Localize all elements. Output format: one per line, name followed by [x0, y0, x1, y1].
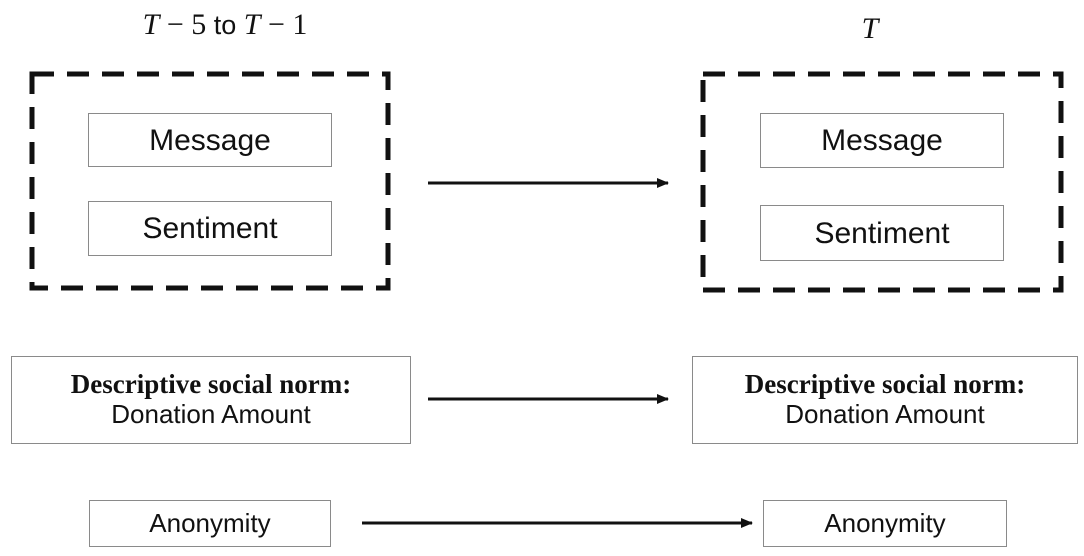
time-symbol-t: T: [243, 8, 261, 41]
right-anonymity-box: Anonymity: [763, 500, 1007, 547]
right-norm-heading: Descriptive social norm:: [744, 369, 1026, 400]
left-message-label: Message: [149, 123, 271, 157]
left-norm-box: Descriptive social norm: Donation Amount: [11, 356, 411, 444]
left-sentiment-label: Sentiment: [142, 212, 278, 245]
minus-five: − 5: [159, 8, 214, 41]
left-sentiment-box: Sentiment: [88, 201, 332, 256]
right-message-box: Message: [760, 113, 1004, 168]
right-dashed-group: [700, 71, 1064, 293]
right-time-label: T: [840, 12, 900, 46]
left-anonymity-label: Anonymity: [149, 507, 271, 538]
right-sentiment-box: Sentiment: [760, 205, 1004, 261]
left-norm-heading: Descriptive social norm:: [70, 369, 352, 400]
time-symbol-t: T: [142, 8, 160, 41]
right-norm-box: Descriptive social norm: Donation Amount: [692, 356, 1078, 444]
right-anonymity-label: Anonymity: [824, 507, 946, 538]
minus-one: − 1: [260, 8, 308, 41]
right-sentiment-label: Sentiment: [814, 216, 950, 250]
left-time-label: T − 5 to T − 1: [80, 8, 370, 42]
left-message-box: Message: [88, 113, 332, 167]
left-anonymity-box: Anonymity: [89, 500, 331, 547]
time-symbol-t: T: [861, 12, 879, 45]
right-norm-sub: Donation Amount: [785, 398, 985, 429]
to-word: to: [213, 10, 237, 40]
left-dashed-group: [29, 71, 391, 291]
left-norm-sub: Donation Amount: [111, 398, 311, 429]
right-message-label: Message: [821, 124, 943, 157]
